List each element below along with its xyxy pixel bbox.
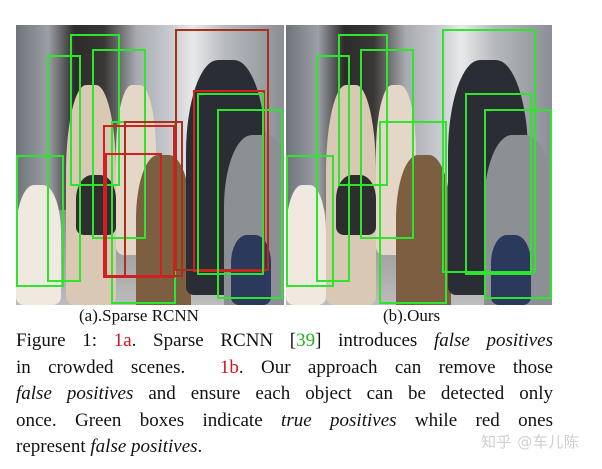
false-positive-box <box>105 153 162 277</box>
caption-line-1: Figure 1: 1a. Sparse RCNN [39] introduce… <box>16 330 553 351</box>
false-positive-box <box>103 125 175 278</box>
ref-1b-link[interactable]: 1b <box>219 356 239 378</box>
ref-1a-link[interactable]: 1a <box>113 330 132 351</box>
true-positive-box <box>360 49 414 239</box>
caption-line-2: in crowded scenes. 1b. Our approach can … <box>16 356 553 378</box>
true-positive-box <box>217 109 283 299</box>
crowd-photo <box>16 25 284 305</box>
true-positive-box <box>484 109 552 299</box>
true-positive-box <box>442 29 536 273</box>
true-positive-box <box>70 34 120 186</box>
true-positive-box <box>465 93 532 275</box>
true-positive-box <box>197 93 264 275</box>
true-positive-box <box>16 155 64 287</box>
caption-line-4: once. Green boxes indicate true positive… <box>16 409 553 431</box>
caption-line-3: false positives and ensure each object c… <box>16 383 553 405</box>
watermark: 知乎 @车儿陈 <box>481 433 580 451</box>
true-positive-box <box>47 55 81 282</box>
true-positive-box <box>286 155 334 287</box>
figure-caption: Figure 1: 1a. Sparse RCNN [39] introduce… <box>16 328 553 461</box>
ours-image <box>286 25 552 305</box>
subfigure-label-a: (a).Sparse RCNN <box>79 306 199 325</box>
subfigure-label-b: (b).Ours <box>383 306 441 325</box>
caption-line-5: represent false positives. <box>16 436 203 458</box>
citation-link[interactable]: 39 <box>296 330 316 351</box>
true-positive-box <box>92 49 146 239</box>
true-positive-box <box>338 34 388 186</box>
true-positive-box <box>379 121 447 304</box>
true-positive-box <box>316 55 350 282</box>
sparse-rcnn-image <box>16 25 284 305</box>
false-positive-box <box>193 90 265 272</box>
